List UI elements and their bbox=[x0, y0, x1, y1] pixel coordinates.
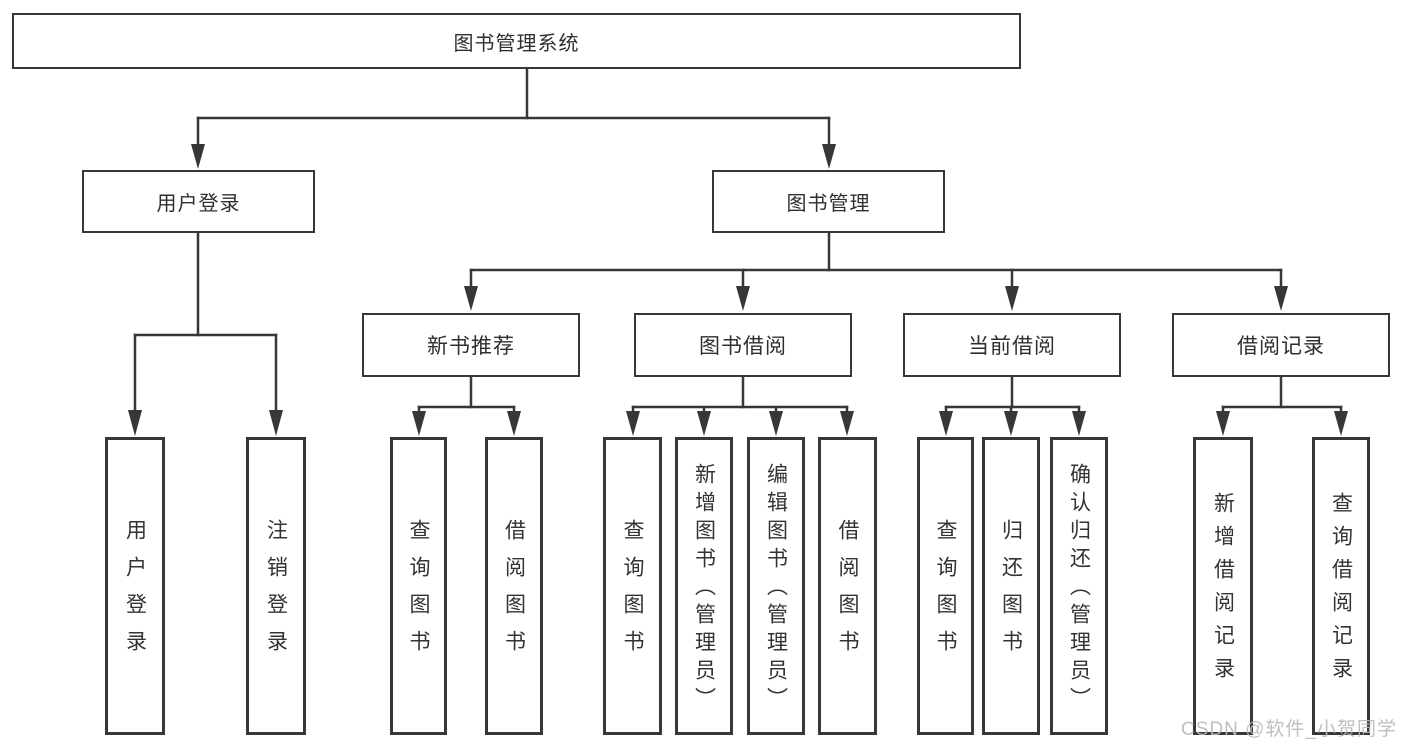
leaf-user-login-label: 用户登录 bbox=[123, 519, 147, 667]
node-book-borrowing-label: 图书借阅 bbox=[699, 335, 787, 358]
node-user-login: 用户登录 bbox=[82, 170, 315, 233]
leaf-add-book-admin: 新增图书（管理员） bbox=[675, 437, 733, 735]
leaf-return-books-label: 归还图书 bbox=[999, 519, 1023, 667]
node-root-label: 图书管理系统 bbox=[453, 32, 580, 55]
leaf-query-books-recommend: 查询图书 bbox=[390, 437, 447, 735]
csdn-watermark: CSDN @软件_小贺同学 bbox=[1181, 719, 1397, 740]
leaf-borrow-books-recommend-label: 借阅图书 bbox=[502, 519, 526, 667]
node-borrowing-records-label: 借阅记录 bbox=[1237, 335, 1325, 358]
leaf-query-books-borrowing-label: 查询图书 bbox=[621, 519, 644, 667]
leaf-return-books: 归还图书 bbox=[982, 437, 1040, 735]
leaf-confirm-return-admin-label: 确认归还（管理员） bbox=[1067, 463, 1091, 715]
leaf-add-borrow-record: 新增借阅记录 bbox=[1193, 437, 1253, 735]
node-user-login-label: 用户登录 bbox=[156, 193, 241, 215]
leaf-add-book-admin-label: 新增图书（管理员） bbox=[692, 463, 716, 715]
node-root: 图书管理系统 bbox=[12, 13, 1021, 69]
leaf-query-borrow-record: 查询借阅记录 bbox=[1312, 437, 1370, 735]
node-current-borrowing: 当前借阅 bbox=[903, 313, 1121, 377]
node-borrowing-records: 借阅记录 bbox=[1172, 313, 1390, 377]
node-book-management: 图书管理 bbox=[712, 170, 945, 233]
leaf-borrow-books-recommend: 借阅图书 bbox=[485, 437, 543, 735]
node-new-book-recommendation-label: 新书推荐 bbox=[427, 335, 515, 358]
leaf-borrow-books-borrowing: 借阅图书 bbox=[818, 437, 877, 735]
node-new-book-recommendation: 新书推荐 bbox=[362, 313, 580, 377]
leaf-logout: 注销登录 bbox=[246, 437, 306, 735]
leaf-confirm-return-admin: 确认归还（管理员） bbox=[1050, 437, 1108, 735]
leaf-user-login: 用户登录 bbox=[105, 437, 165, 735]
node-book-borrowing: 图书借阅 bbox=[634, 313, 852, 377]
leaf-edit-book-admin-label: 编辑图书（管理员） bbox=[764, 463, 788, 715]
node-current-borrowing-label: 当前借阅 bbox=[968, 335, 1056, 358]
leaf-add-borrow-record-label: 新增借阅记录 bbox=[1211, 492, 1235, 690]
leaf-query-books-borrowing: 查询图书 bbox=[603, 437, 662, 735]
arrowheads bbox=[128, 144, 1348, 436]
leaf-query-books-recommend-label: 查询图书 bbox=[407, 519, 430, 667]
leaf-edit-book-admin: 编辑图书（管理员） bbox=[747, 437, 805, 735]
leaf-logout-label: 注销登录 bbox=[264, 519, 288, 667]
leaf-query-books-current-label: 查询图书 bbox=[934, 519, 957, 667]
leaf-borrow-books-borrowing-label: 借阅图书 bbox=[836, 519, 859, 667]
node-book-management-label: 图书管理 bbox=[786, 193, 871, 215]
leaf-query-books-current: 查询图书 bbox=[917, 437, 974, 735]
leaf-query-borrow-record-label: 查询借阅记录 bbox=[1329, 492, 1353, 690]
